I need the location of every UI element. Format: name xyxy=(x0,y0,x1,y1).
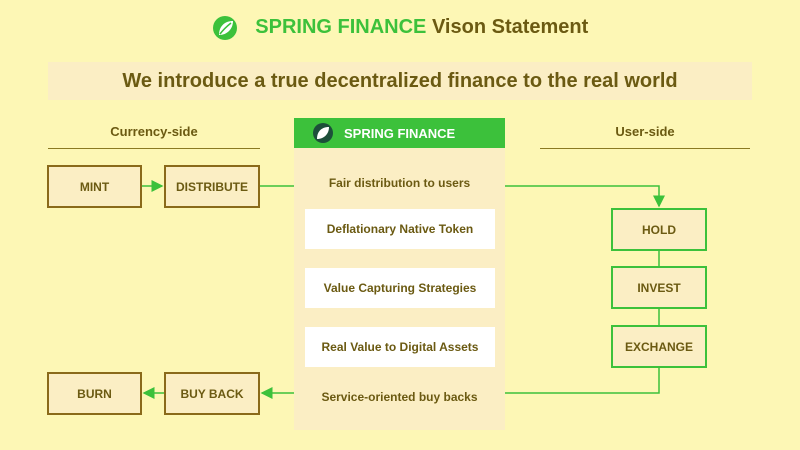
mint-box: MINT xyxy=(47,165,142,208)
burn-box: BURN xyxy=(47,372,142,415)
currency-side-label: Currency-side xyxy=(110,124,198,139)
user-side-rule xyxy=(540,148,750,149)
currency-side-rule xyxy=(48,148,260,149)
title-rest: Vison Statement xyxy=(431,16,589,38)
spring-leaf-icon xyxy=(313,123,333,143)
fair-distribution-text: Fair distribution to users xyxy=(328,176,471,190)
vision-banner: We introduce a true decentralized financ… xyxy=(48,62,752,100)
invest-box: INVEST xyxy=(611,266,707,309)
page-title: SPRING FINANCE Vison Statement xyxy=(0,12,800,42)
user-side-label: User-side xyxy=(615,124,675,139)
center-box-real-value: Real Value to Digital Assets xyxy=(305,327,495,367)
center-header: SPRING FINANCE xyxy=(294,118,505,148)
center-header-label: SPRING FINANCE xyxy=(344,125,456,141)
distribute-box: DISTRIBUTE xyxy=(164,165,260,208)
title-brand: SPRING FINANCE xyxy=(255,16,427,38)
hold-box: HOLD xyxy=(611,208,707,251)
exchange-box: EXCHANGE xyxy=(611,325,707,368)
buy-backs-text: Service-oriented buy backs xyxy=(321,390,478,404)
spring-leaf-logo-icon xyxy=(212,15,237,40)
center-box-value-capturing: Value Capturing Strategies xyxy=(305,268,495,308)
center-to-hold-arrow xyxy=(505,185,665,208)
center-box-deflationary: Deflationary Native Token xyxy=(305,209,495,249)
exchange-to-center-line xyxy=(505,368,660,394)
buy-back-box: BUY BACK xyxy=(164,372,260,415)
